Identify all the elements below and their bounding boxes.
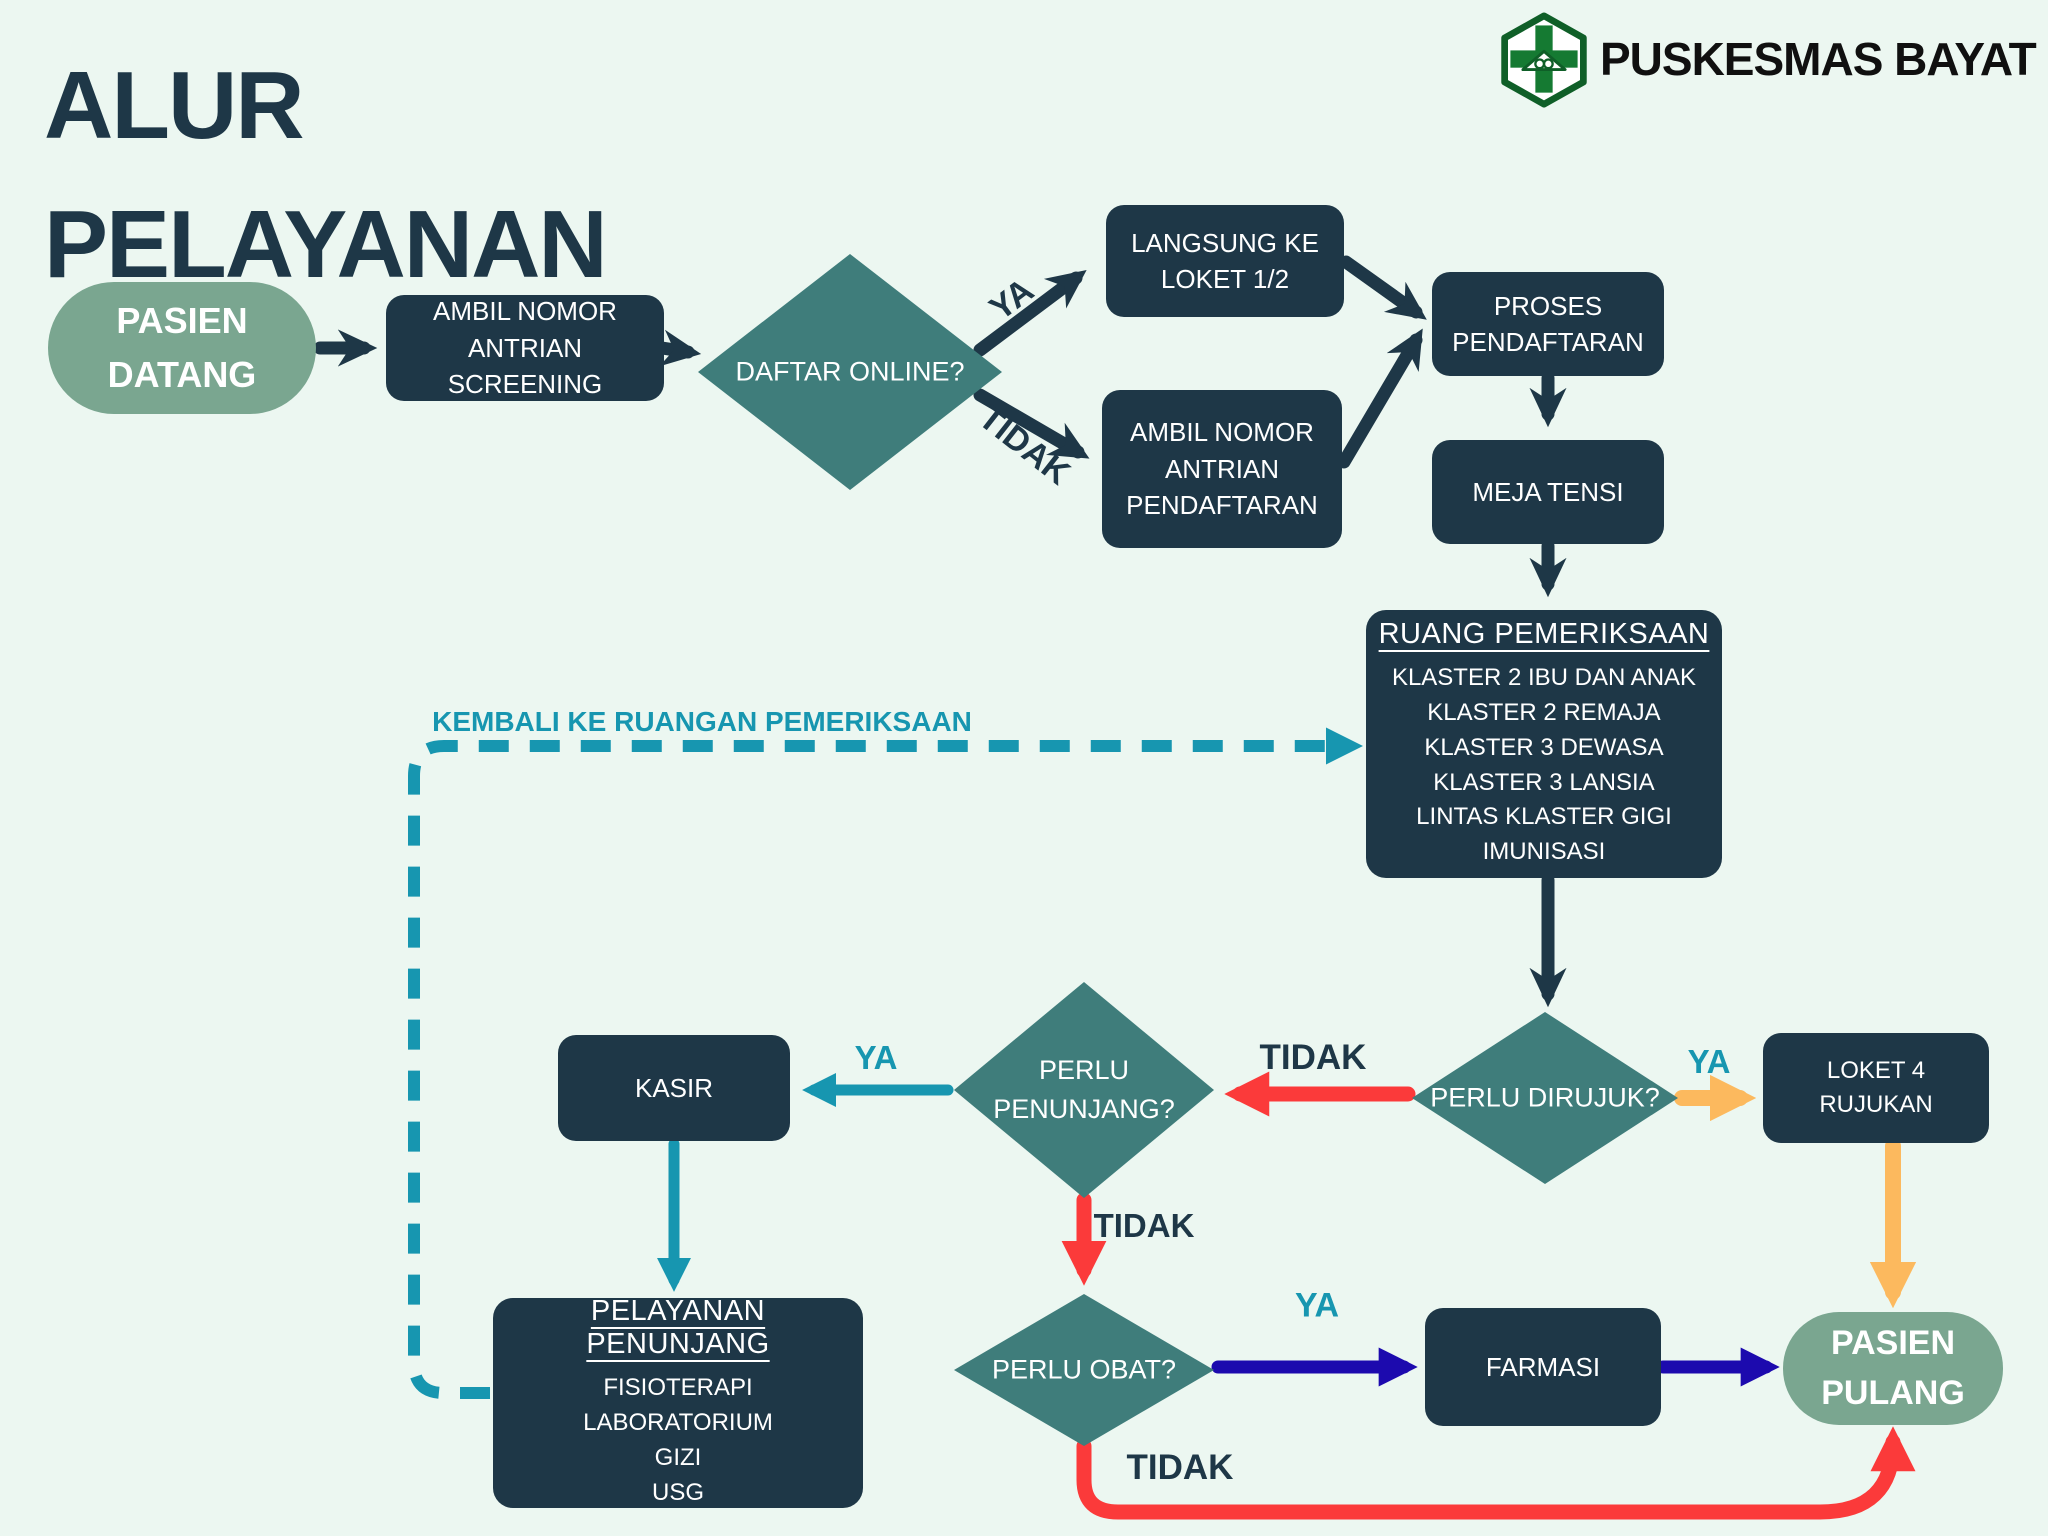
node-loket-4-rujukan-label: LOKET 4 RUJUKAN [1819, 1057, 1933, 1118]
node-ambil-nomor-antrian-screening-label: AMBIL NOMOR ANTRIAN SCREENING [433, 296, 617, 400]
list-item: LINTAS KLASTER GIGI [1416, 803, 1672, 831]
edge-label-dirujuk-tidak: TIDAK [1259, 1038, 1367, 1077]
edge-label-dirujuk-ya: YA [1687, 1043, 1731, 1080]
brand-name: PUSKESMAS BAYAT [1600, 33, 2037, 85]
node-kasir-label: KASIR [634, 1072, 714, 1103]
node-perlu-dirujuk-label: PERLU DIRUJUK? [1430, 1082, 1660, 1113]
node-farmasi: FARMASI [1425, 1308, 1661, 1426]
node-pasien-datang: PASIEN DATANG [48, 282, 316, 414]
arrow-daftar-ya-to-loket12 [973, 270, 1087, 357]
list-item: FISIOTERAPI [603, 1374, 753, 1402]
node-pasien-pulang-label: PASIEN PULANG [1821, 1324, 1965, 1412]
node-pelayanan-penunjang-items: FISIOTERAPI LABORATORIUM GIZI USG [583, 1371, 773, 1510]
perlu-obat-diamond [954, 1294, 1214, 1446]
node-ambil-nomor-antrian-pendaftaran-label: AMBIL NOMOR ANTRIAN PENDAFTARAN [1126, 417, 1318, 521]
arrow-screening-to-daftar [655, 329, 702, 367]
arrow-antrian-to-proses [1337, 328, 1423, 469]
node-ruang-pemeriksaan: RUANG PEMERIKSAAN KLASTER 2 IBU DAN ANAK… [1366, 610, 1722, 878]
list-item: KLASTER 2 REMAJA [1427, 698, 1661, 726]
arrow-loket12-to-proses [1339, 255, 1427, 320]
node-proses-pendaftaran: PROSES PENDAFTARAN [1432, 272, 1664, 376]
list-item: KLASTER 2 IBU DAN ANAK [1391, 664, 1697, 692]
node-loket-4-rujukan: LOKET 4 RUJUKAN [1763, 1033, 1989, 1143]
list-item: IMUNISASI [1482, 838, 1606, 866]
list-item: USG [651, 1478, 704, 1506]
daftar-online-diamond [698, 254, 1002, 490]
node-ruang-pemeriksaan-items: KLASTER 2 IBU DAN ANAK KLASTER 2 REMAJA KL… [1392, 661, 1696, 870]
edge-label-kembali: KEMBALI KE RUANGAN PEMERIKSAAN [432, 706, 972, 737]
node-ambil-nomor-antrian-screening: AMBIL NOMOR ANTRIAN SCREENING [386, 295, 664, 401]
node-meja-tensi-label: MEJA TENSI [1472, 476, 1624, 507]
page-title-line2: PELAYANAN [44, 191, 608, 299]
node-perlu-penunjang-label: PERLU PENUNJANG? [993, 1054, 1175, 1124]
node-pasien-datang-label: PASIEN DATANG [107, 300, 257, 395]
page-title-line1: ALUR [44, 52, 305, 159]
list-item: KLASTER 3 DEWASA [1424, 733, 1664, 761]
arrow-daftar-tidak-to-antrian [973, 388, 1090, 459]
perlu-dirujuk-diamond [1412, 1012, 1678, 1184]
node-pasien-pulang: PASIEN PULANG [1783, 1312, 2003, 1425]
node-kasir: KASIR [558, 1035, 790, 1141]
node-farmasi-label: FARMASI [1485, 1351, 1601, 1382]
node-ambil-nomor-antrian-pendaftaran: AMBIL NOMOR ANTRIAN PENDAFTARAN [1102, 390, 1342, 548]
node-pelayanan-penunjang-title: PELAYANAN PENUNJANG [586, 1295, 770, 1361]
node-daftar-online-label: DAFTAR ONLINE? [735, 356, 965, 387]
list-item: LABORATORIUM [583, 1409, 773, 1437]
arrow-obat-tidak-to-pulang [1076, 1426, 1916, 1520]
node-ruang-pemeriksaan-title: RUANG PEMERIKSAAN [1378, 618, 1710, 651]
node-langsung-ke-loket-label: LANGSUNG KE LOKET 1/2 [1131, 227, 1319, 294]
edge-label-penunjang-tidak: TIDAK [1093, 1207, 1195, 1244]
list-item: KLASTER 3 LANSIA [1433, 768, 1655, 796]
list-item: GIZI [654, 1444, 702, 1471]
page-title: ALUR PELAYANAN [44, 36, 608, 314]
node-pelayanan-penunjang: PELAYANAN PENUNJANG FISIOTERAPI LABORATOR… [493, 1295, 863, 1510]
arrow-kembali-dashed [408, 727, 1364, 1399]
edge-label-obat-tidak: TIDAK [1126, 1448, 1234, 1487]
node-perlu-obat-label: PERLU OBAT? [991, 1354, 1177, 1385]
edge-label-penunjang-ya: YA [854, 1039, 898, 1076]
node-proses-pendaftaran-label: PROSES PENDAFTARAN [1452, 290, 1644, 357]
perlu-penunjang-diamond [954, 982, 1214, 1198]
health-cross-hexagon-icon [1501, 12, 1587, 108]
edge-label-obat-ya: YA [1294, 1286, 1340, 1325]
node-langsung-ke-loket: LANGSUNG KE LOKET 1/2 [1106, 205, 1344, 317]
node-meja-tensi: MEJA TENSI [1432, 440, 1664, 544]
